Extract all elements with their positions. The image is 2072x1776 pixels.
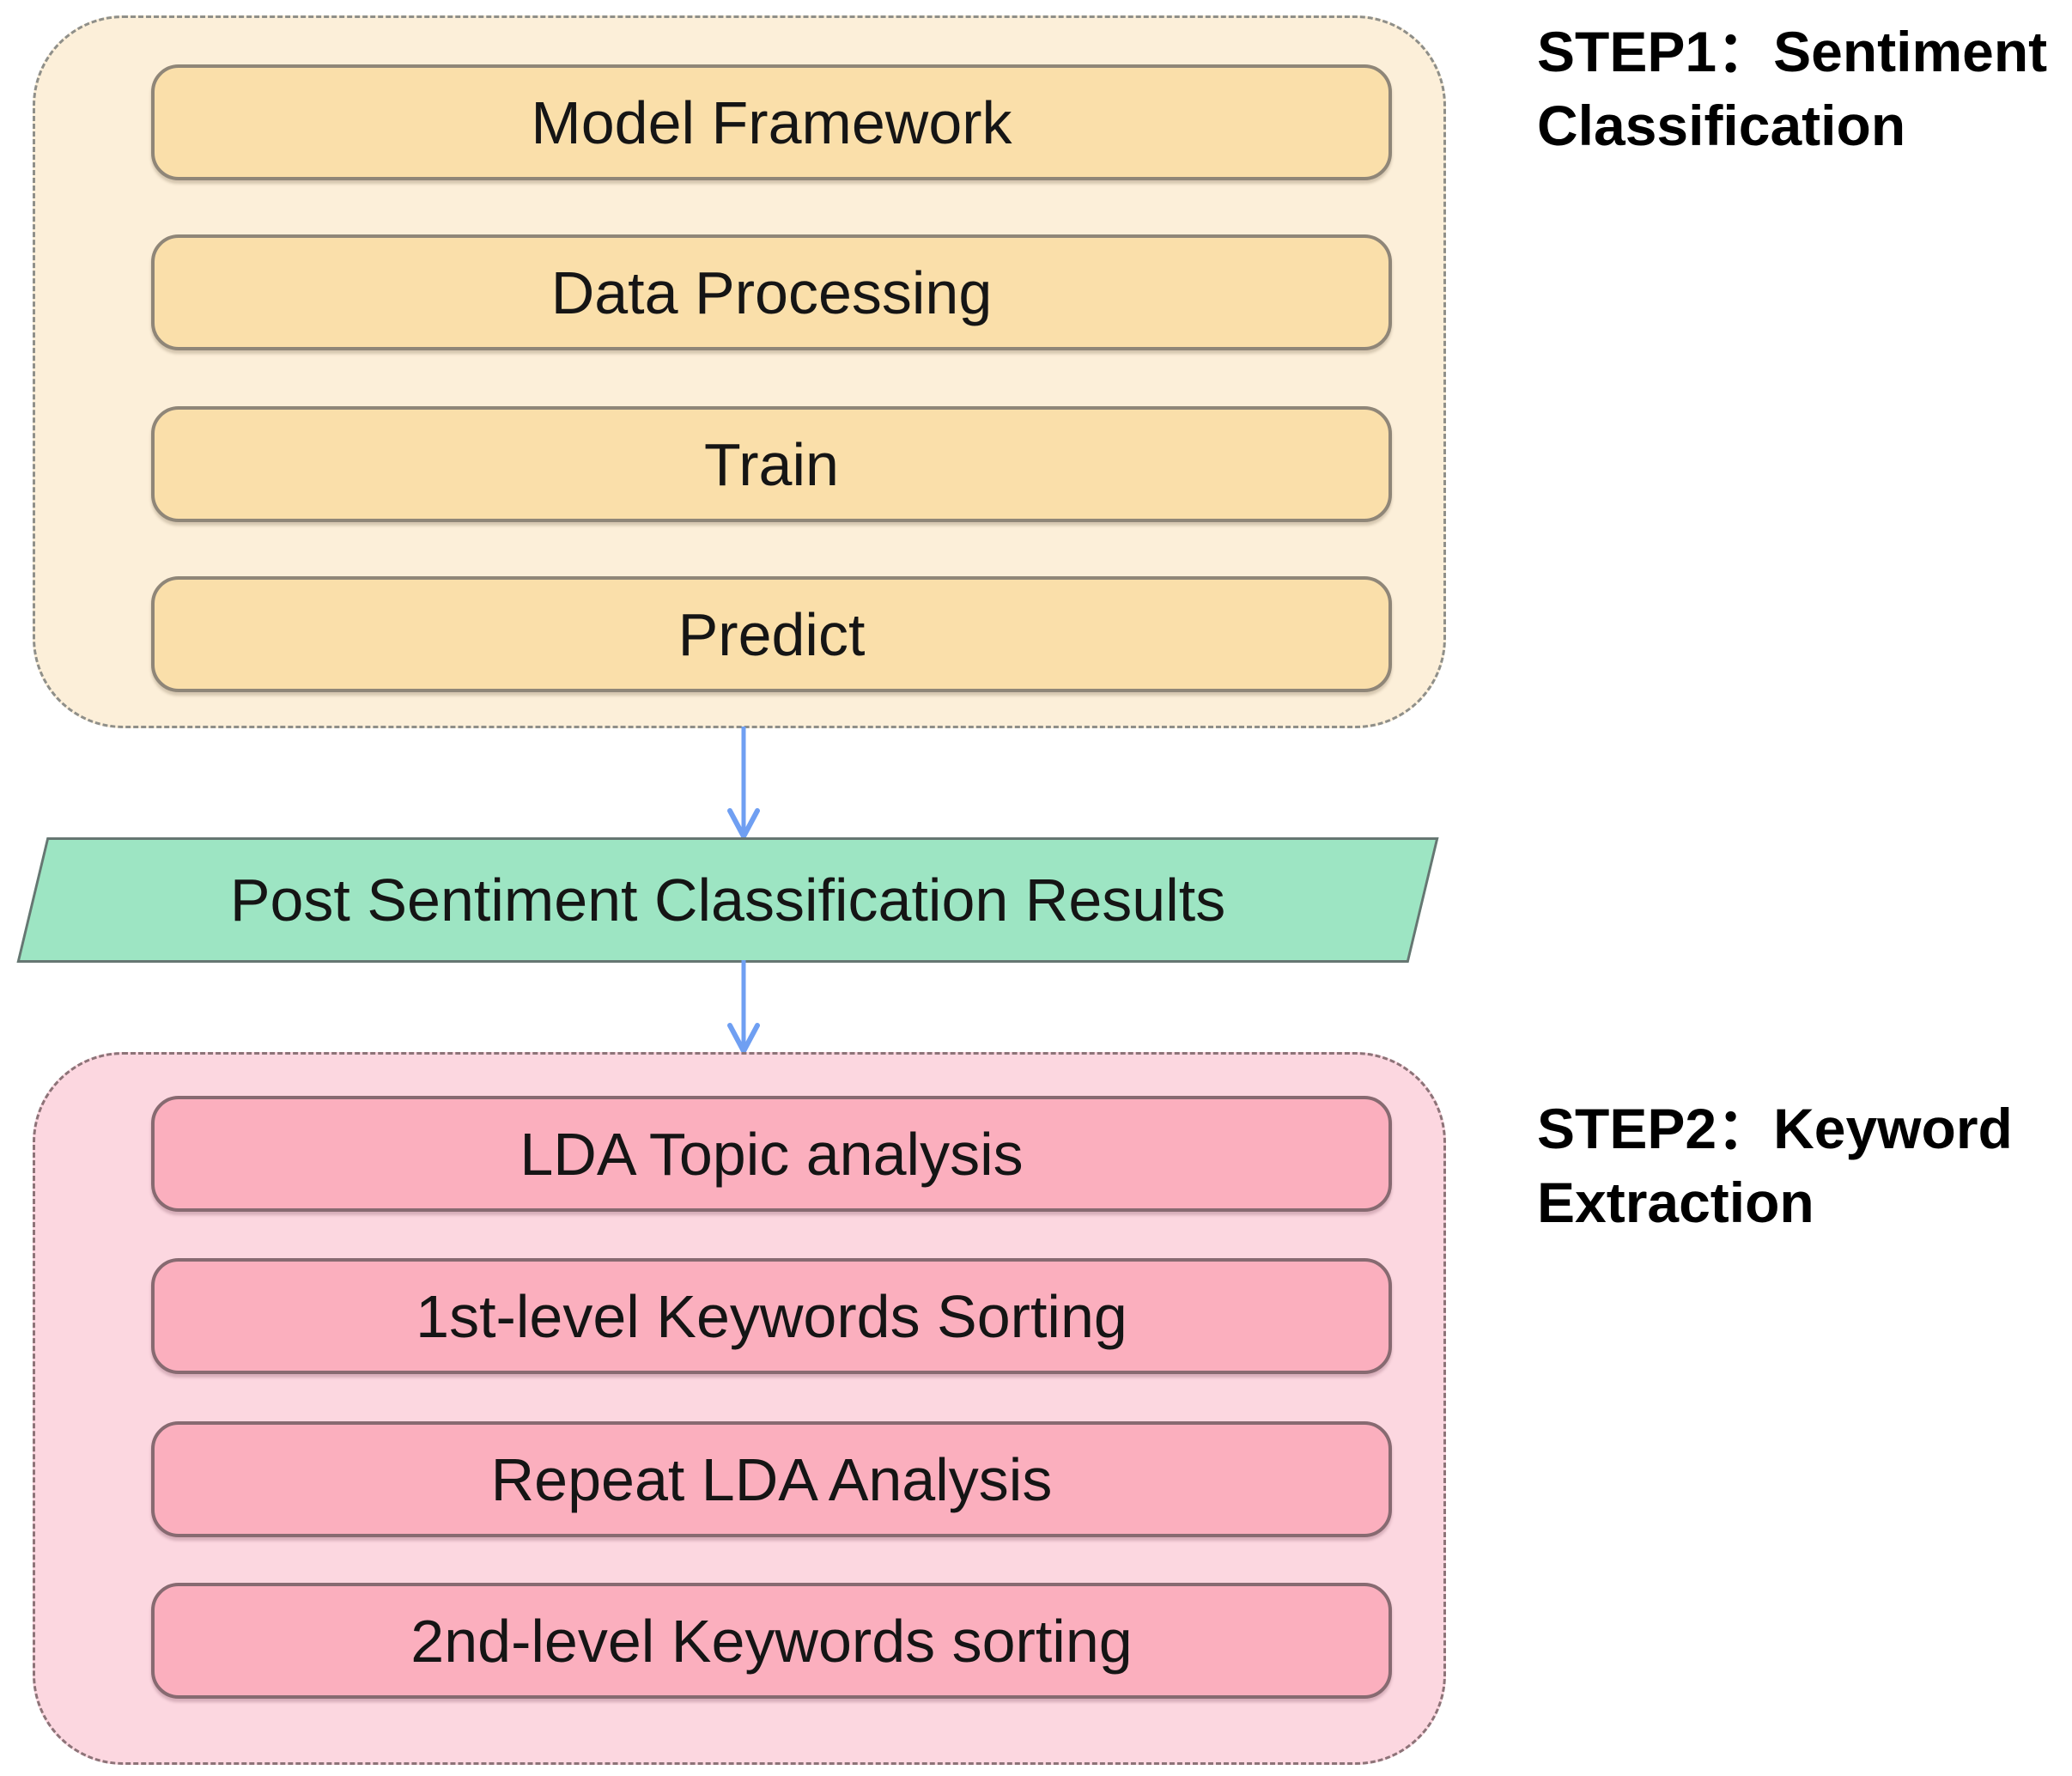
step1-label: STEP1：Sentiment Classification	[1537, 20, 2048, 157]
step1-container: Model Framework Data Processing Train Pr…	[33, 15, 1446, 728]
box-predict: Predict	[151, 576, 1392, 692]
box-1st-level-keywords-sorting: 1st-level Keywords Sorting	[151, 1258, 1392, 1374]
box-repeat-lda-analysis: Repeat LDA Analysis	[151, 1421, 1392, 1537]
box-model-framework: Model Framework	[151, 64, 1392, 180]
step2-container: LDA Topic analysis 1st-level Keywords So…	[33, 1052, 1446, 1765]
down-arrow-icon	[727, 727, 760, 839]
box-2nd-level-keywords-sorting: 2nd-level Keywords sorting	[151, 1583, 1392, 1699]
box-train: Train	[151, 406, 1392, 522]
step2-label: STEP2：Keyword Extraction	[1537, 1097, 2013, 1234]
box-data-processing: Data Processing	[151, 234, 1392, 350]
down-arrow-icon	[727, 960, 760, 1054]
results-banner-label: Post Sentiment Classification Results	[229, 867, 1226, 934]
box-lda-topic-analysis: LDA Topic analysis	[151, 1096, 1392, 1212]
